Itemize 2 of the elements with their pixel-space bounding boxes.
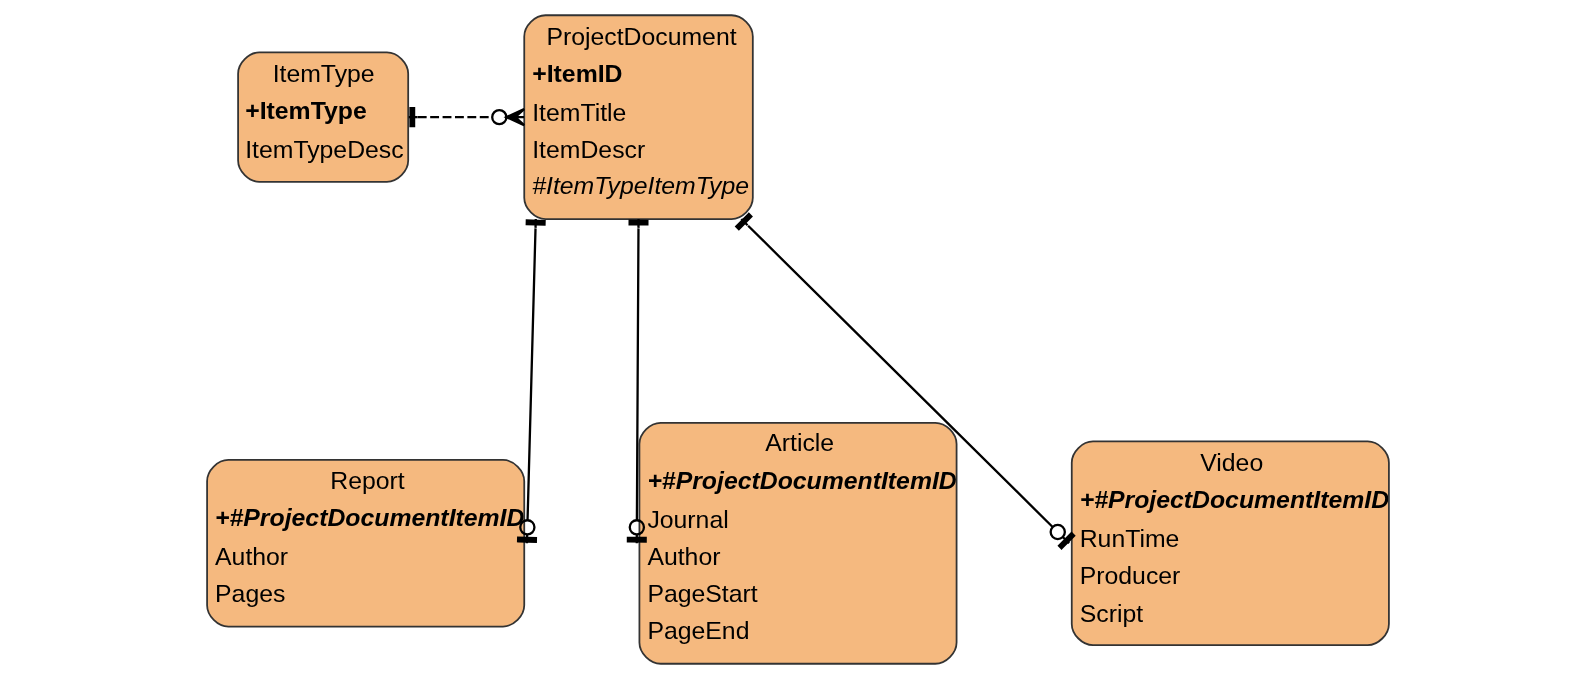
connector [408, 107, 525, 128]
connector [734, 212, 1076, 550]
